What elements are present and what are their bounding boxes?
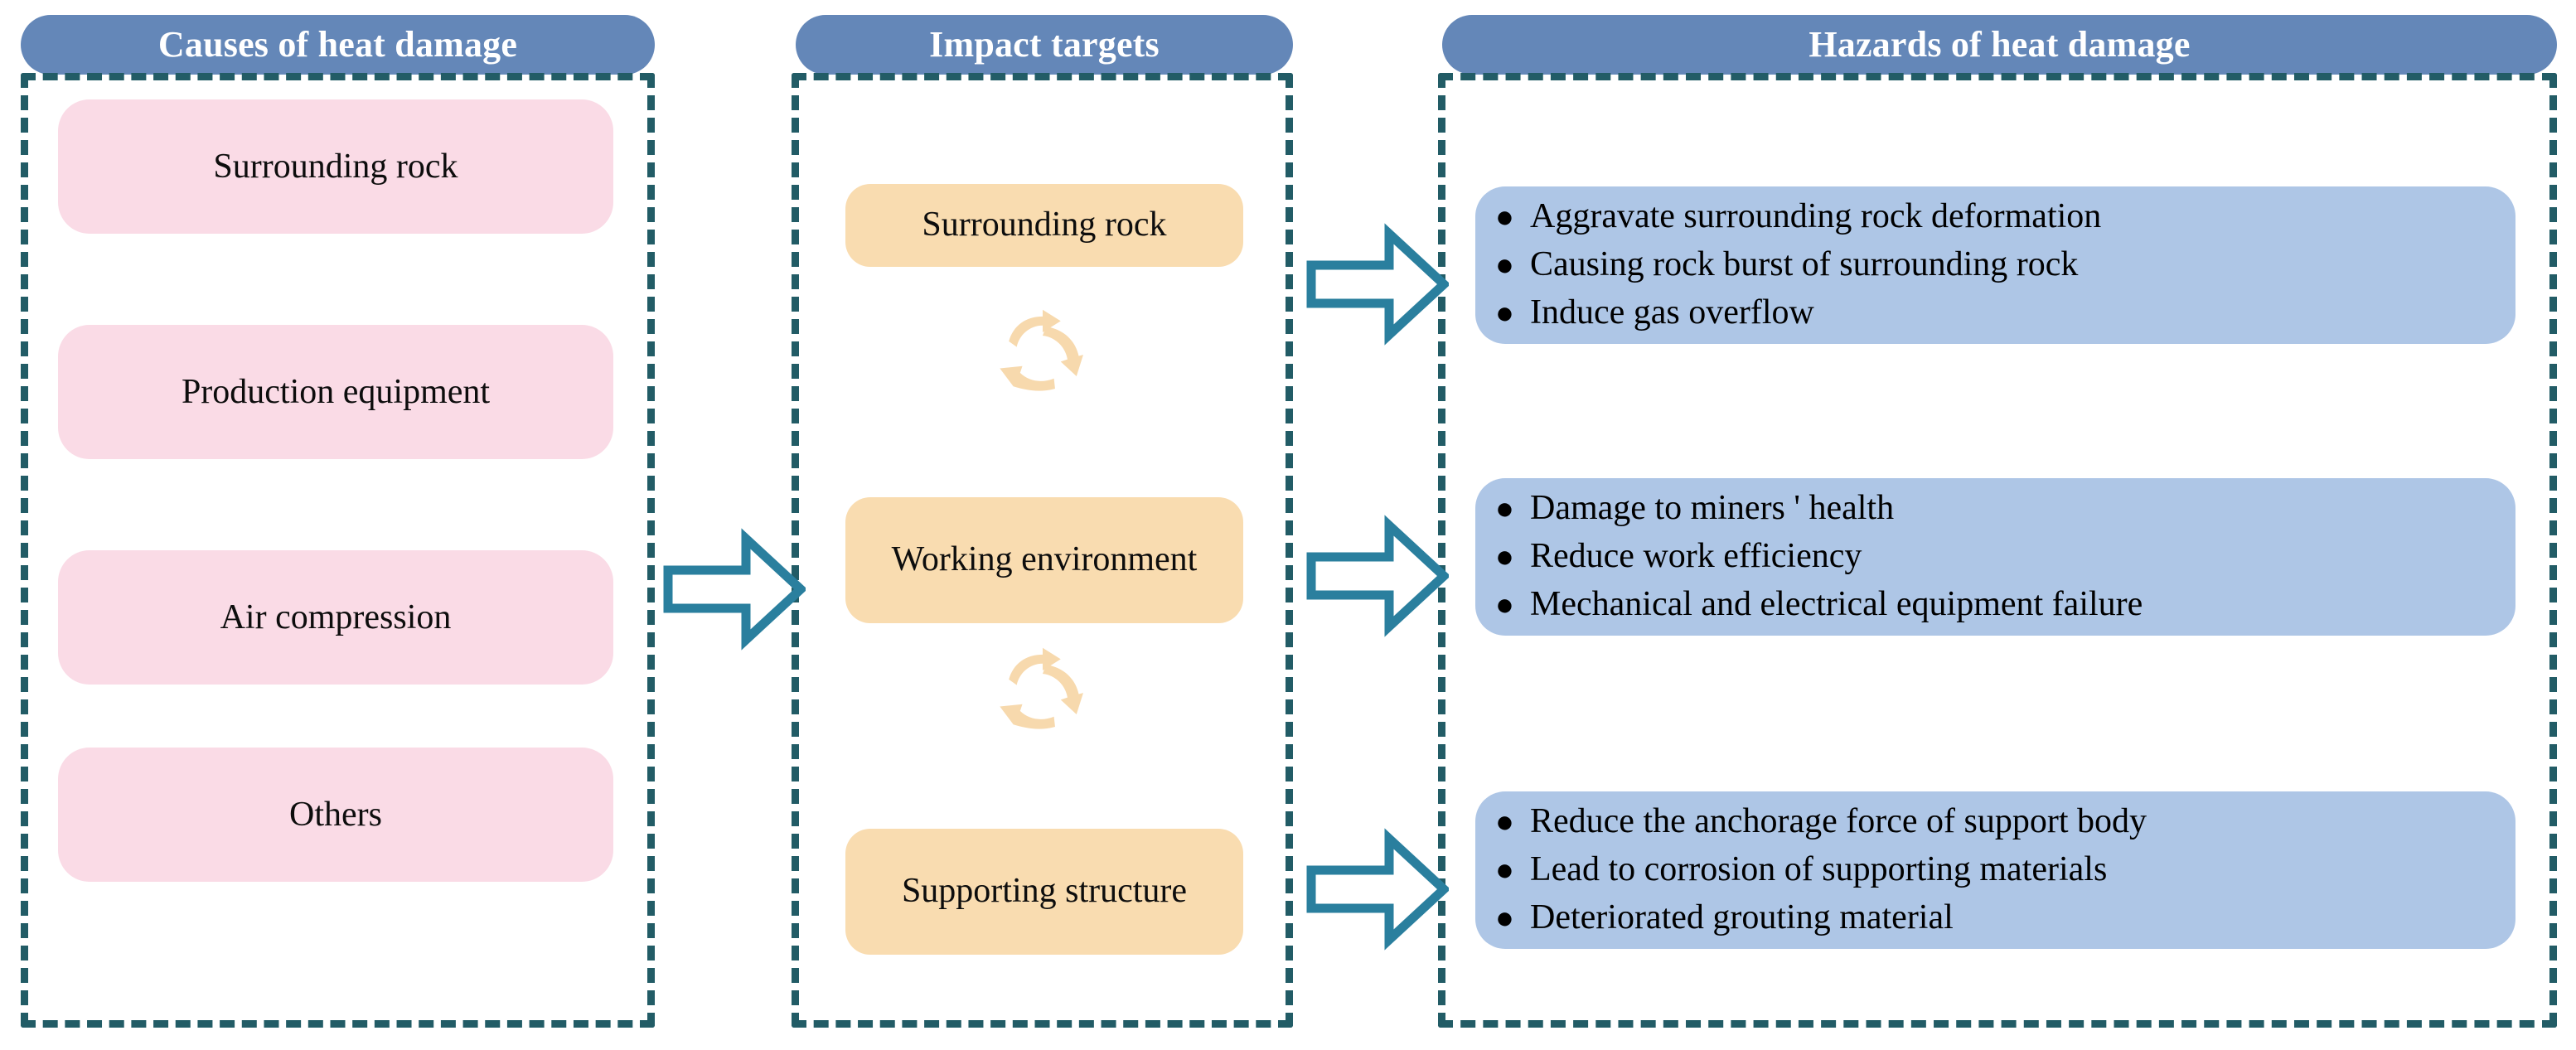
bullet-icon: ● — [1495, 295, 1514, 331]
hazard-card: ● Reduce the anchorage force of support … — [1475, 791, 2515, 949]
hazard-card: ● Aggravate surrounding rock deformation… — [1475, 186, 2515, 344]
hazard-text: Mechanical and electrical equipment fail… — [1530, 584, 2143, 623]
recycle-icon — [1000, 309, 1083, 391]
target-item-supporting-structure[interactable]: Supporting structure — [845, 829, 1243, 955]
bullet-icon: ● — [1495, 805, 1514, 840]
hazard-text: Lead to corrosion of supporting material… — [1530, 850, 2108, 889]
arrow-target-to-hazard-icon — [1306, 223, 1449, 346]
target-item-working-environment[interactable]: Working environment — [845, 497, 1243, 623]
hazard-list-item: ● Lead to corrosion of supporting materi… — [1495, 846, 2494, 894]
column-header-causes: Causes of heat damage — [21, 15, 655, 75]
column-header-hazards: Hazards of heat damage — [1442, 15, 2557, 75]
hazard-text: Aggravate surrounding rock deformation — [1530, 197, 2102, 236]
bullet-icon: ● — [1495, 200, 1514, 235]
bullet-icon: ● — [1495, 900, 1514, 936]
target-item-surrounding-rock[interactable]: Surrounding rock — [845, 184, 1243, 267]
cause-item-others[interactable]: Others — [58, 748, 613, 882]
bullet-icon: ● — [1495, 587, 1514, 622]
bullet-icon: ● — [1495, 491, 1514, 527]
hazard-card: ● Damage to miners ' health ● Reduce wor… — [1475, 478, 2515, 636]
hazard-text: Deteriorated grouting material — [1530, 898, 1954, 936]
hazard-list-item: ● Damage to miners ' health — [1495, 485, 2494, 533]
bullet-icon: ● — [1495, 853, 1514, 888]
hazard-list-item: ● Mechanical and electrical equipment fa… — [1495, 581, 2494, 629]
hazard-list-item: ● Induce gas overflow — [1495, 289, 2494, 337]
targets-group-box — [792, 73, 1293, 1028]
hazard-list-item: ● Causing rock burst of surrounding rock — [1495, 241, 2494, 289]
hazard-text: Causing rock burst of surrounding rock — [1530, 245, 2079, 284]
bullet-icon: ● — [1495, 540, 1514, 575]
recycle-icon — [1000, 647, 1083, 729]
hazard-text: Reduce the anchorage force of support bo… — [1530, 802, 2147, 841]
causes-group-box — [21, 73, 655, 1028]
bullet-icon: ● — [1495, 248, 1514, 283]
cause-item-production-equipment[interactable]: Production equipment — [58, 325, 613, 459]
arrow-target-to-hazard-icon — [1306, 515, 1449, 637]
hazard-list-item: ● Reduce the anchorage force of support … — [1495, 798, 2494, 846]
cause-item-surrounding-rock[interactable]: Surrounding rock — [58, 99, 613, 234]
hazard-text: Reduce work efficiency — [1530, 537, 1862, 576]
cause-item-air-compression[interactable]: Air compression — [58, 550, 613, 685]
hazards-group-box — [1438, 73, 2557, 1028]
hazard-text: Induce gas overflow — [1530, 293, 1814, 331]
arrow-causes-to-targets-icon — [663, 528, 806, 651]
hazard-list-item: ● Aggravate surrounding rock deformation — [1495, 193, 2494, 241]
hazard-text: Damage to miners ' health — [1530, 489, 1895, 528]
hazard-list-item: ● Reduce work efficiency — [1495, 533, 2494, 581]
arrow-target-to-hazard-icon — [1306, 828, 1449, 951]
column-header-impact-targets: Impact targets — [796, 15, 1293, 75]
hazard-list-item: ● Deteriorated grouting material — [1495, 894, 2494, 942]
